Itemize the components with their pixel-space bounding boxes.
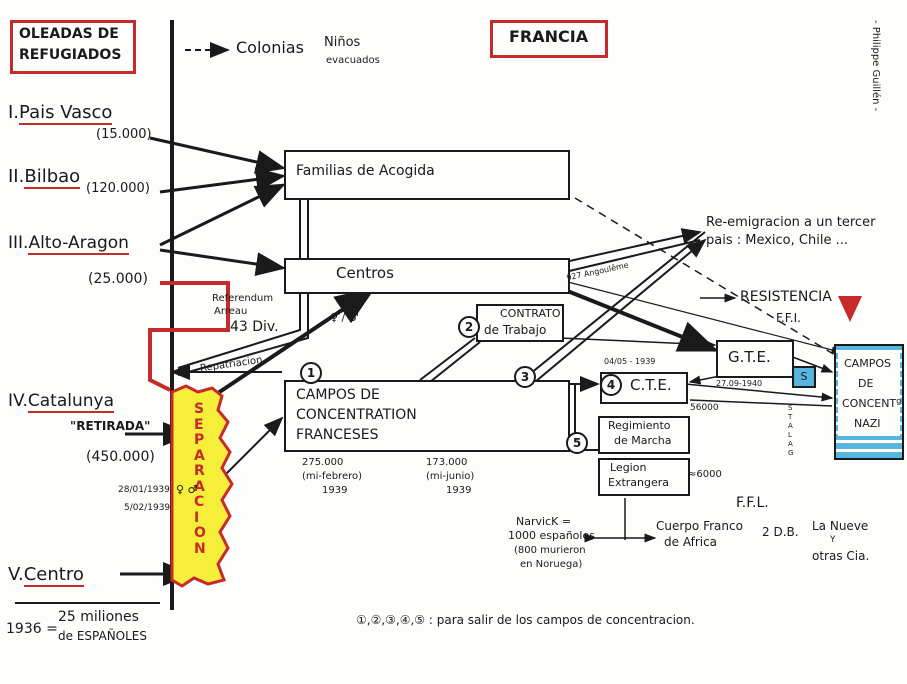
wave-1: I.Pais Vasco: [8, 102, 113, 125]
wave-5: V.Centro: [8, 564, 84, 587]
nueve-1: La Nueve: [812, 519, 869, 533]
cuerpo-franco-2: de Africa: [664, 535, 718, 549]
header-refugiados-line2: REFUGIADOS: [19, 47, 122, 63]
narvick-2: 1000 españoles: [508, 529, 595, 542]
stalag-label: STALAG: [788, 404, 794, 457]
db2-label: 2 D.B.: [762, 525, 799, 539]
resistencia-triangle-icon: [838, 296, 862, 322]
wave-4: IV.Catalunya: [8, 391, 114, 413]
separacion-date-2: 5/02/1939: [124, 503, 171, 513]
colonias-label: Colonias: [236, 38, 304, 57]
circle-4: 4: [600, 374, 622, 396]
narvick-3: (800 murieron: [514, 545, 586, 556]
wave-2: II.Bilbao: [8, 166, 81, 189]
count-6000: ≈6000: [688, 469, 722, 480]
centros-symbols: ♀ / ♂: [330, 311, 359, 324]
campos-275-1: 275.000: [302, 457, 344, 468]
wave-4-count: (450.000): [86, 449, 155, 465]
separacion-burst: [170, 384, 234, 588]
wave-3: III.Alto-Aragon: [8, 233, 129, 255]
footer-legend: ①,②,③,④,⑤ : para salir de los campos de …: [356, 613, 695, 627]
box-campos-nazi: CAMPOS DE CONCENTº NAZI: [834, 344, 904, 460]
gte-date: 27.09-1940: [716, 379, 763, 388]
footer-pop-1: 25 miliones: [58, 609, 139, 625]
box-gte: G.T.E.: [716, 340, 794, 378]
separacion-label: SEPARACION: [194, 401, 206, 557]
wave-3-name: Alto-Aragon: [28, 233, 129, 255]
box-legion: Legion Extrangera: [598, 458, 690, 496]
wave-2-count: (120.000): [86, 181, 150, 196]
wave-3-count: (25.000): [88, 271, 148, 287]
narvick-1: NarvicK =: [516, 515, 572, 528]
ffl-label: F.F.L.: [736, 495, 769, 511]
campos-275-2: (mi-febrero): [302, 471, 363, 482]
s-badge: S: [792, 366, 816, 388]
box-campos-franceses: CAMPOS DE CONCENTRATION FRANCESES: [284, 380, 570, 452]
campos-173-3: 1939: [446, 485, 472, 496]
referendum-line2: Arreau: [214, 306, 248, 317]
referendum-line1: Referendum: [212, 293, 274, 304]
wave-4-sub: "RETIRADA": [70, 419, 151, 433]
header-francia: FRANCIA: [509, 27, 589, 46]
wave-5-name: Centro: [23, 564, 84, 587]
circle-5: 5: [566, 432, 588, 454]
nueve-3: otras Cia.: [812, 549, 870, 563]
cuerpo-franco-1: Cuerpo Franco: [656, 519, 743, 533]
cte-date-top: 04/05 - 1939: [604, 357, 656, 366]
colonias-note-1: Niños: [324, 35, 361, 50]
narvick-4: en Noruega): [520, 559, 583, 570]
wave-2-name: Bilbao: [24, 166, 81, 189]
remigracion-line2: pais : Mexico, Chile ...: [706, 233, 848, 248]
referendum-line3: 43 Div.: [230, 319, 279, 335]
separacion-symbols: ♀ ♂: [176, 483, 198, 496]
wave-4-name: Catalunya: [27, 391, 114, 413]
wave-1-name: Pais Vasco: [19, 102, 113, 125]
circle-2: 2: [458, 316, 480, 338]
header-refugiados-line1: OLEADAS DE: [19, 26, 119, 42]
box-familias: Familias de Acogida: [284, 150, 570, 200]
colonias-note-2: evacuados: [326, 55, 380, 66]
box-contrato: CONTRATO de Trabajo: [476, 304, 564, 342]
campos-173-2: (mi-junio): [426, 471, 475, 482]
nueve-2: Y: [830, 535, 836, 545]
count-56000: 56000: [690, 403, 719, 413]
resistencia-label: RESISTENCIA: [740, 289, 832, 305]
box-centros: Centros: [284, 258, 570, 294]
campos-173-1: 173.000: [426, 457, 468, 468]
remigracion-line1: Re-emigracion a un tercer: [706, 215, 876, 230]
separacion-date-1: 28/01/1939: [118, 485, 170, 495]
circle-1: 1: [300, 362, 322, 384]
campos-275-3: 1939: [322, 485, 348, 496]
wave-1-count: (15.000): [96, 127, 152, 142]
header-francia-box: FRANCIA: [490, 20, 608, 58]
footer-pop-2: de ESPAÑOLES: [58, 629, 147, 643]
box-regimiento: Regimiento de Marcha: [598, 416, 690, 454]
ffi-label: F.F.I.: [776, 311, 801, 325]
author-credit: - Philippe Guillén -: [870, 20, 881, 112]
footer-year: 1936 =: [6, 621, 58, 637]
circle-3: 3: [514, 366, 536, 388]
header-refugiados-box: OLEADAS DE REFUGIADOS: [10, 20, 136, 74]
